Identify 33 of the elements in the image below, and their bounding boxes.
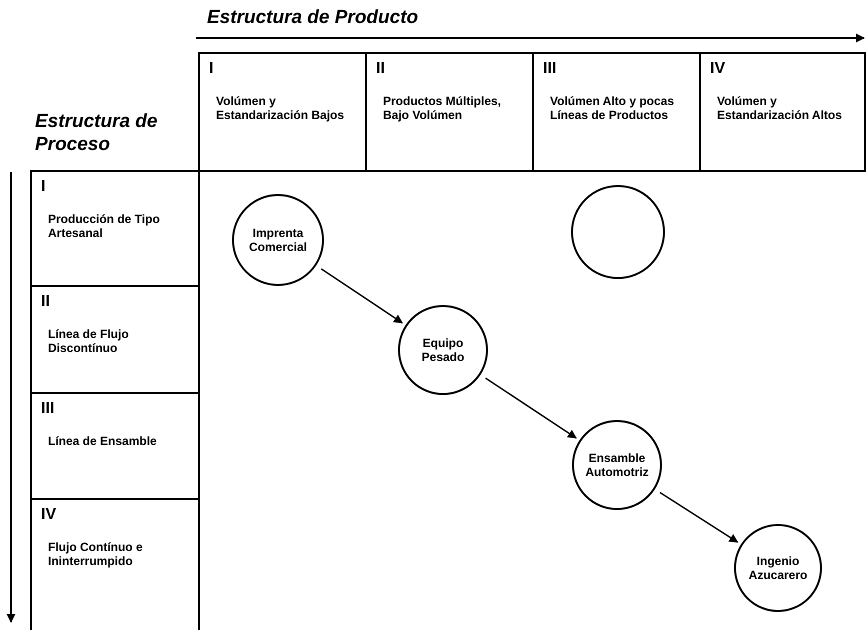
row-header-cell [30, 498, 200, 630]
axis-title: Estructura de Producto [207, 6, 420, 29]
column-header-cell [699, 52, 866, 172]
roman-numeral: III [543, 60, 556, 78]
roman-numeral: I [209, 60, 214, 78]
circle-label: Ingenio Azucarero [748, 554, 808, 582]
arrow [660, 492, 738, 543]
header-text: Volúmen y Estandarización Bajos [216, 94, 346, 122]
header-text: Línea de Flujo Discontínuo [48, 327, 130, 355]
column-header-cell [365, 52, 534, 172]
arrow [485, 378, 577, 439]
roman-numeral: III [41, 400, 54, 418]
circle-label: Ensamble Automotriz [584, 451, 650, 479]
circle-label: Equipo Pesado [420, 336, 466, 364]
header-text: Volúmen Alto y pocas Líneas de Productos [550, 94, 676, 122]
roman-numeral: IV [41, 506, 56, 524]
axis-title: Estructura de Proceso [35, 110, 158, 156]
header-text: Línea de Ensamble [48, 434, 158, 448]
row-header-cell [30, 285, 200, 394]
roman-numeral: IV [710, 60, 726, 78]
roman-numeral: I [41, 178, 46, 196]
roman-numeral: II [376, 60, 385, 78]
row-header-cell [30, 392, 200, 500]
header-text: Volúmen y Estandarización Altos [717, 94, 843, 122]
header-text: Producción de Tipo Artesanal [48, 212, 161, 240]
header-text: Flujo Contínuo e Ininterrumpido [48, 540, 144, 568]
circle-label: Imprenta Comercial [248, 226, 308, 254]
row-header-cell [30, 170, 200, 287]
header-text: Productos Múltiples, Bajo Volúmen [383, 94, 502, 122]
column-header-cell [198, 52, 367, 172]
roman-numeral: II [41, 293, 50, 311]
column-header-cell [532, 52, 701, 172]
arrow [320, 268, 403, 324]
